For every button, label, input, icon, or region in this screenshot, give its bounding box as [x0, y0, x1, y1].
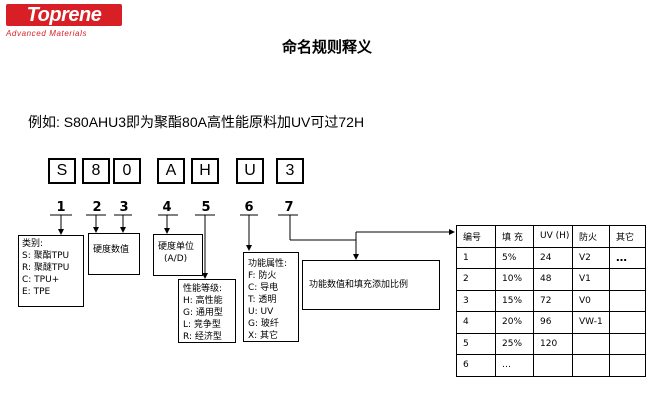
table-cell [572, 332, 610, 355]
table-cell: 72 [533, 289, 573, 312]
code-char-5: H [191, 158, 219, 184]
function-line: U: UV [248, 307, 274, 317]
performance-line: H: 高性能 [183, 296, 223, 306]
hardness-value-label: 硬度数值 [93, 245, 130, 255]
function-line: C: 导电 [248, 283, 279, 293]
code-char-3: 0 [113, 158, 141, 184]
table-header: 其它 [609, 225, 646, 248]
table-cell: VW-1 [572, 311, 610, 334]
table-cell [609, 311, 646, 334]
table-cell: 3 [456, 289, 496, 312]
table-cell: … [495, 354, 534, 377]
table-cell: V1 [572, 268, 610, 291]
category-heading: 类别: [22, 239, 44, 249]
position-number-4: 4 [162, 200, 172, 215]
position-number-2: 2 [92, 200, 102, 215]
example-text: 例如: S80AHU3即为聚酯80A高性能原料加UV可过72H [28, 114, 365, 130]
function-box: 功能属性: F: 防火 C: 导电 T: 透明 U: UV G: 玻纤 X: 其… [243, 252, 299, 342]
table-cell: V2 [572, 246, 610, 269]
function-line: G: 玻纤 [248, 319, 279, 329]
table-header: 防火 [572, 225, 610, 248]
performance-box: 性能等级: H: 高性能 G: 通用型 L: 竞争型 R: 经济型 [178, 279, 236, 343]
logo-background [6, 4, 122, 26]
table-cell: 2 [456, 268, 496, 291]
table-cell: 48 [533, 268, 573, 291]
table-cell [609, 268, 646, 291]
hardness-unit-sub: (A/D) [164, 254, 188, 264]
table-cell [609, 289, 646, 312]
hardness-value-box: 硬度数值 [88, 233, 140, 275]
position-number-1: 1 [56, 200, 66, 215]
performance-line: L: 竞争型 [183, 320, 221, 330]
table-row: 2 10% 48 V1 [456, 268, 646, 291]
function-line: T: 透明 [248, 295, 277, 305]
category-line: E: TPE [22, 287, 51, 297]
function-value-label: 功能数值和填充添加比例 [309, 280, 409, 290]
table-row: 1 5% 24 V2 … [456, 246, 646, 269]
category-line: C: TPU+ [22, 275, 60, 285]
function-value-box: 功能数值和填充添加比例 [302, 260, 440, 310]
logo-brand: Toprene [26, 4, 102, 26]
function-line: X: 其它 [248, 331, 279, 341]
hardness-unit-label: 硬度单位 [158, 242, 195, 252]
performance-line: R: 经济型 [183, 332, 222, 342]
category-box: 类别: S: 聚酯TPU R: 聚醚TPU C: TPU+ E: TPE [18, 235, 84, 307]
page-title: 命名规则释义 [281, 38, 372, 56]
table-cell [572, 354, 610, 377]
table-row: 3 15% 72 V0 [456, 289, 646, 312]
table-row: 5 25% 120 [456, 332, 646, 355]
table-cell [533, 354, 573, 377]
position-number-3: 3 [119, 200, 129, 215]
function-heading: 功能属性: [248, 259, 288, 269]
position-number-7: 7 [284, 200, 294, 215]
table-cell: V0 [572, 289, 610, 312]
logo-tagline: Advanced Materials [6, 29, 88, 38]
table-cell: 25% [495, 332, 534, 355]
table-cell: 5 [456, 332, 496, 355]
table-cell: 5% [495, 246, 534, 269]
performance-heading: 性能等级: [183, 284, 223, 294]
table-header: 填 充 [495, 225, 534, 248]
table-cell: 1 [456, 246, 496, 269]
code-char-2: 8 [82, 158, 110, 184]
spec-table: 编号 填 充 UV (H) 防火 其它 1 5% 24 V2 … 2 10% 4… [456, 225, 646, 377]
code-char-6: U [236, 158, 264, 184]
table-cell: 15% [495, 289, 534, 312]
table-row: 4 20% 96 VW-1 [456, 311, 646, 334]
position-number-6: 6 [244, 200, 254, 215]
table-header: 编号 [456, 225, 496, 248]
table-cell: … [609, 246, 646, 269]
table-row: 6 … [456, 354, 646, 377]
code-char-1: S [48, 158, 76, 184]
position-number-5: 5 [201, 200, 211, 215]
category-line: S: 聚酯TPU [22, 251, 70, 261]
table-cell: 4 [456, 311, 496, 334]
table-cell: 96 [533, 311, 573, 334]
table-cell: 20% [495, 311, 534, 334]
code-char-4: A [157, 158, 185, 184]
table-cell: 24 [533, 246, 573, 269]
table-cell: 10% [495, 268, 534, 291]
table-cell [609, 354, 646, 377]
table-header: UV (H) [533, 225, 573, 248]
table-cell: 6 [456, 354, 496, 377]
table-cell [609, 332, 646, 355]
hardness-unit-box: 硬度单位 (A/D) [153, 234, 203, 276]
table-header-row: 编号 填 充 UV (H) 防火 其它 [456, 225, 646, 248]
category-line: R: 聚醚TPU [22, 263, 70, 273]
code-char-7: 3 [276, 158, 304, 184]
performance-line: G: 通用型 [183, 308, 223, 318]
table-cell: 120 [533, 332, 573, 355]
function-line: F: 防火 [248, 271, 277, 281]
